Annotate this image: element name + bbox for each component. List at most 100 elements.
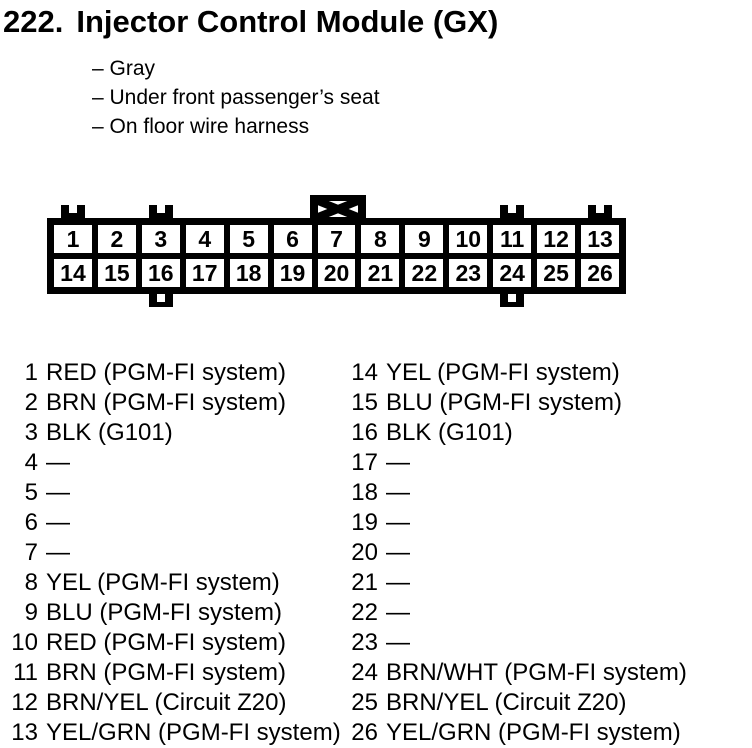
pin-list-right: 14 YEL (PGM-FI system) 15 BLU (PGM-FI syste… [350, 358, 687, 748]
pin-number: 9 [24, 599, 38, 626]
pin-number: 16 [351, 419, 378, 446]
page-heading: 222. Injector Control Module (GX) [3, 4, 498, 40]
pin-number: 14 [351, 359, 378, 386]
pin-cell-22: 22 [405, 259, 444, 287]
pin-cell-23: 23 [449, 259, 488, 287]
pin-row-1: 1 RED (PGM-FI system) [10, 358, 341, 388]
pin-row-12: 12 BRN/YEL (Circuit Z20) [10, 688, 341, 718]
pin-description: — [46, 539, 70, 566]
pin-number: 3 [24, 419, 38, 446]
location-note: – Gray [92, 57, 156, 80]
pin-number: 6 [24, 509, 38, 536]
mount-tab-top [588, 205, 613, 218]
pin-description: RED (PGM-FI system) [46, 359, 286, 386]
mount-tab-top [148, 205, 173, 218]
pin-cell-19: 19 [273, 259, 312, 287]
pin-cell-4: 4 [185, 225, 224, 253]
pin-cell-20: 20 [317, 259, 356, 287]
pin-number: 19 [351, 509, 378, 536]
tab-notch [68, 205, 77, 213]
location-note: – Under front passenger’s seat [92, 86, 380, 109]
pin-cell-18: 18 [229, 259, 268, 287]
pin-row-7: 7— [10, 538, 341, 568]
pin-cell-24: 24 [493, 259, 532, 287]
pin-number: 7 [24, 539, 38, 566]
pin-number: 20 [351, 539, 378, 566]
pin-description: BLU (PGM-FI system) [386, 389, 623, 416]
mount-tab-bottom [148, 294, 173, 307]
tab-notch [508, 205, 517, 213]
pin-number: 2 [24, 389, 38, 416]
pin-cell-2: 2 [97, 225, 136, 253]
pin-row-2: 2 BRN (PGM-FI system) [10, 388, 341, 418]
pin-description: RED (PGM-FI system) [46, 629, 286, 656]
pin-row-3: 3 BLK (G101) [10, 418, 341, 448]
pin-description: BRN (PGM-FI system) [46, 659, 286, 686]
pin-row-14: 14 YEL (PGM-FI system) [350, 358, 687, 388]
pin-cell-16: 16 [141, 259, 180, 287]
pin-cell-5: 5 [229, 225, 268, 253]
pin-number: 4 [24, 449, 38, 476]
pin-number: 11 [13, 659, 38, 686]
pin-cell-11: 11 [493, 225, 532, 253]
pin-cell-1: 1 [54, 225, 92, 253]
pin-cell-21: 21 [361, 259, 400, 287]
pin-row-11: 11 BRN (PGM-FI system) [10, 658, 341, 688]
heading-number: 222. [3, 4, 64, 39]
pin-description: BRN/YEL (Circuit Z20) [386, 689, 627, 716]
pin-cell-7: 7 [317, 225, 356, 253]
pin-cell-17: 17 [185, 259, 224, 287]
pin-row-21: 21— [350, 568, 687, 598]
pin-number: 5 [24, 479, 38, 506]
pin-number: 22 [351, 599, 378, 626]
pin-description: — [46, 509, 70, 536]
pin-cell-3: 3 [141, 225, 180, 253]
pin-cell-25: 25 [537, 259, 576, 287]
pin-cell-10: 10 [449, 225, 488, 253]
pin-description: — [46, 479, 70, 506]
pin-description: YEL (PGM-FI system) [46, 569, 280, 596]
pin-cell-9: 9 [405, 225, 444, 253]
pin-description: YEL (PGM-FI system) [386, 359, 620, 386]
heading-title: Injector Control Module (GX) [76, 4, 499, 39]
pin-number: 18 [351, 479, 378, 506]
pin-number: 17 [351, 449, 378, 476]
pin-row-15: 15 BLU (PGM-FI system) [350, 388, 687, 418]
pin-row-25: 25 BRN/YEL (Circuit Z20) [350, 688, 687, 718]
pin-row-5: 5— [10, 478, 341, 508]
pin-number: 21 [351, 569, 378, 596]
mount-tab-bottom [500, 294, 525, 307]
pin-number: 25 [351, 689, 378, 716]
pin-description: BRN/WHT (PGM-FI system) [386, 659, 687, 686]
pin-cell-12: 12 [537, 225, 576, 253]
pin-number: 1 [24, 359, 38, 386]
pin-row-19: 19 — [350, 508, 687, 538]
pin-description: YEL/GRN (PGM-FI system) [386, 719, 681, 746]
pin-description: BRN (PGM-FI system) [46, 389, 286, 416]
pin-row-23: 23— [350, 628, 687, 658]
pin-description: BRN/YEL (Circuit Z20) [46, 689, 287, 716]
pin-number: 12 [11, 689, 38, 716]
pin-description: BLK (G101) [386, 419, 513, 446]
pin-row-17: 17 — [350, 448, 687, 478]
pin-cell-14: 14 [54, 259, 92, 287]
key-x-icon [318, 201, 358, 217]
pin-description: — [386, 509, 410, 536]
pin-number: 15 [351, 389, 378, 416]
pin-number: 24 [351, 659, 378, 686]
tab-notch [508, 294, 517, 302]
location-note: – On floor wire harness [92, 115, 310, 138]
pin-description: — [386, 449, 410, 476]
pin-description: — [386, 629, 410, 656]
pin-row-4: 4— [10, 448, 341, 478]
tab-notch [156, 294, 165, 302]
pin-description: BLK (G101) [46, 419, 173, 446]
